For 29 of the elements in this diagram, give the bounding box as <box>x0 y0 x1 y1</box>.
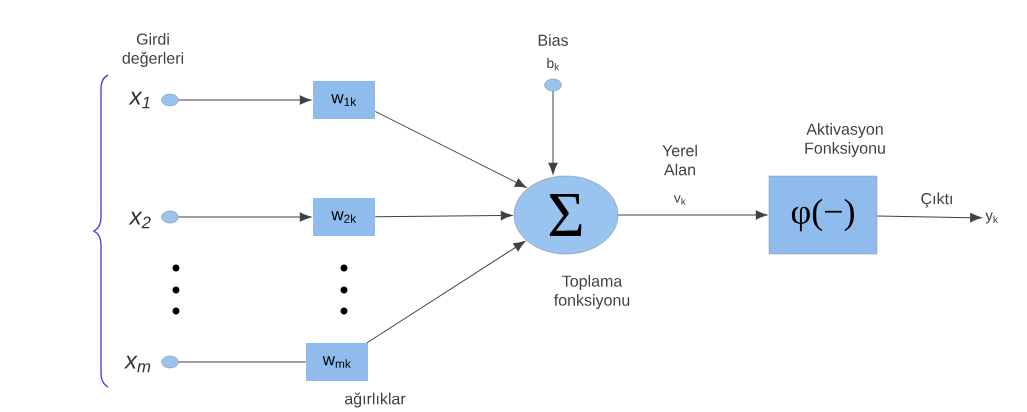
input-node <box>161 355 179 369</box>
edge-label: Çıktı <box>919 191 955 209</box>
bias-symbol: b$_{k}$ <box>547 57 560 71</box>
label-text: Yerel Alan <box>662 144 697 176</box>
input-node <box>161 210 179 224</box>
label-text: Girdi değerleri <box>122 33 184 67</box>
input-node <box>161 93 179 107</box>
arrow <box>617 210 768 220</box>
input-label: x$_{m}$ <box>124 355 151 373</box>
arrow <box>548 90 558 175</box>
node-caption: Aktivasyon Fonksiyonu <box>805 123 885 157</box>
arrow <box>876 213 982 223</box>
edge-label: v$_{k}$ <box>672 194 688 206</box>
bias-label: Bias <box>538 34 568 46</box>
arrow <box>374 110 527 188</box>
arrow <box>366 241 526 344</box>
input-label: x$_{1}$ <box>128 91 150 109</box>
bias-node <box>544 78 562 92</box>
arrow <box>178 95 312 105</box>
node-caption: Toplama fonksiyonu <box>554 275 630 309</box>
weight-box: w$_{2k}$ <box>313 198 375 236</box>
input-label: x$_{2}$ <box>128 211 151 229</box>
weight-box: w$_{mk}$ <box>306 343 368 381</box>
output-label: y$_{k}$ <box>985 212 999 224</box>
weight-box: w$_{1k}$ <box>313 81 375 119</box>
arrow <box>178 212 312 222</box>
arrow <box>374 210 513 221</box>
label-text: ağırlıklar <box>345 392 406 408</box>
activation-box: φ(−) <box>768 175 878 255</box>
